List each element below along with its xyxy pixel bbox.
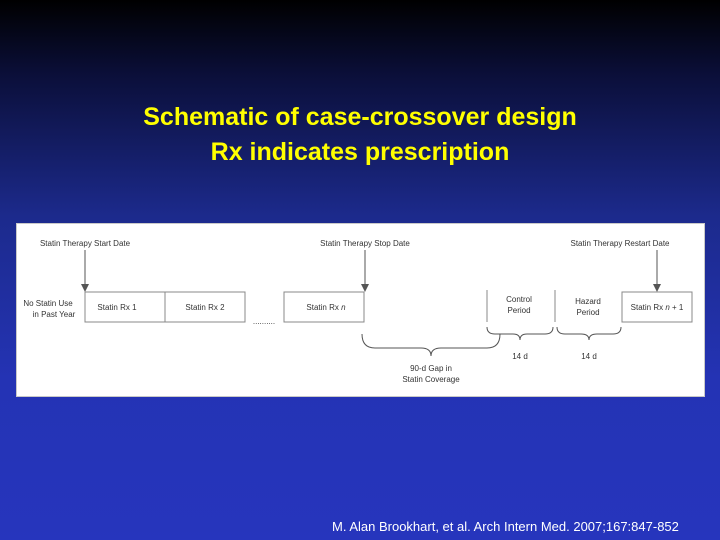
hazard-period-label-2: Period [576,308,599,317]
past-year-label: in Past Year [33,310,76,319]
control-period-label-2: Period [507,306,530,315]
statin-rx-1-box [84,291,166,323]
statin-rx-1-label: Statin Rx 1 [97,303,137,312]
restart-date-label: Statin Therapy Restart Date [570,239,670,248]
statin-rx-n-plus-1-box [621,291,693,323]
case-crossover-diagram: Statin Therapy Start Date Statin Therapy… [16,223,705,397]
stop-date-label: Statin Therapy Stop Date [320,239,410,248]
start-date-label: Statin Therapy Start Date [40,239,131,248]
control-days-label: 14 d [512,352,528,361]
slide-title-line-2: Rx indicates prescription [210,138,510,166]
hazard-days-label: 14 d [581,352,597,361]
gap-label-1: 90-d Gap in [410,364,452,373]
hazard-period-label-1: Hazard [575,297,601,306]
statin-rx-n-label: Statin Rx n [306,303,346,312]
slide-title-line-1: Schematic of case-crossover design [143,103,577,131]
ellipsis: .......... [253,317,275,326]
diagram-canvas: Statin Therapy Start Date Statin Therapy… [23,239,693,384]
statin-rx-n-box [283,291,365,323]
hazard-period-brace [556,326,622,341]
statin-rx-n-plus-1-label: Statin Rx n + 1 [631,303,684,312]
gap-label-2: Statin Coverage [402,375,460,384]
control-period-label-1: Control [506,295,532,304]
statin-rx-2-box [164,291,246,323]
no-statin-use-label: No Statin Use [23,299,73,308]
control-period-brace [486,326,554,341]
statin-rx-2-label: Statin Rx 2 [185,303,225,312]
gap-coverage-brace [361,333,501,357]
citation: M. Alan Brookhart, et al. Arch Intern Me… [332,519,679,534]
